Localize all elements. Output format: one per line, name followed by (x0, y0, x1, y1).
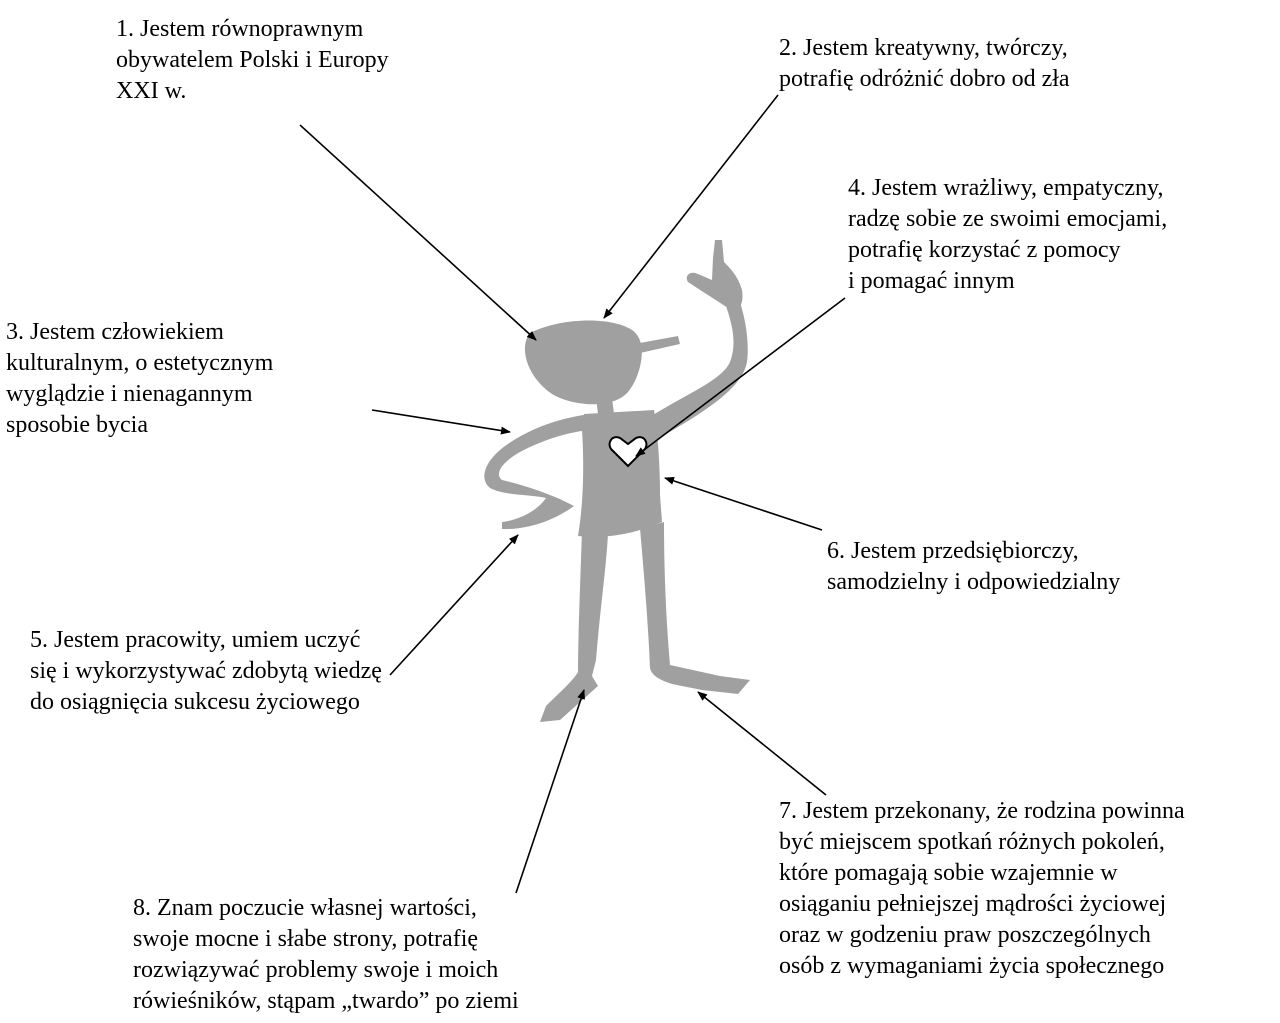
label-5-line: do osiągnięcia sukcesu życiowego (30, 689, 360, 715)
label-3-line: kulturalnym, o estetycznym (6, 350, 274, 376)
figure-torso (578, 410, 662, 537)
label-8-line: 8. Znam poczucie własnej wartości, (133, 895, 477, 921)
label-7: 7. Jestem przekonany, że rodzina powinna… (779, 796, 1185, 982)
arrow-1 (299, 124, 537, 341)
arrow-5 (389, 534, 519, 676)
figure-head (524, 320, 642, 405)
label-1-line: obywatelem Polski i Europy (116, 47, 389, 73)
arrow-8 (515, 689, 585, 894)
figure-raised-hand (686, 240, 743, 312)
label-6-line: 6. Jestem przedsiębiorczy, (827, 538, 1079, 564)
label-3-line: sposobie bycia (6, 412, 148, 438)
figure-left-arm (484, 414, 590, 530)
label-2: 2. Jestem kreatywny, twórczy, potrafię o… (779, 33, 1070, 95)
label-4: 4. Jestem wrażliwy, empatyczny, radzę so… (848, 173, 1167, 297)
label-7-line: osób z wymaganiami życia społecznego (779, 953, 1165, 979)
figure-neck (596, 398, 614, 414)
label-2-line: 2. Jestem kreatywny, twórczy, (779, 35, 1068, 61)
label-1: 1. Jestem równoprawnym obywatelem Polski… (116, 14, 389, 107)
label-3: 3. Jestem człowiekiem kulturalnym, o est… (6, 317, 273, 441)
figure-nose (612, 336, 680, 358)
heart-icon (608, 436, 648, 468)
arrow-7 (697, 691, 827, 796)
label-6-line: samodzielny i odpowiedzialny (827, 569, 1121, 595)
label-8-line: rozwiązywać problemy swoje i moich (133, 957, 499, 983)
figure-left-leg (540, 530, 608, 722)
label-7-line: być miejscem spotkań różnych pokoleń, (779, 829, 1165, 855)
label-7-line: 7. Jestem przekonany, że rodzina powinna (779, 798, 1185, 824)
label-3-line: 3. Jestem człowiekiem (6, 319, 224, 345)
label-4-line: radzę sobie ze swoimi emocjami, (848, 206, 1168, 232)
arrow-2 (603, 94, 779, 319)
figure-raised-arm (648, 295, 748, 440)
label-7-line: osiąganiu pełniejszej mądrości życiowej (779, 891, 1167, 917)
label-6: 6. Jestem przedsiębiorczy, samodzielny i… (827, 536, 1120, 598)
arrow-6 (664, 477, 823, 531)
label-1-line: XXI w. (116, 78, 187, 104)
person-figure-icon (484, 240, 750, 722)
label-4-line: 4. Jestem wrażliwy, empatyczny, (848, 175, 1164, 201)
label-8-line: rówieśników, stąpam „twardo” po ziemi (133, 988, 519, 1014)
label-2-line: potrafię odróżnić dobro od zła (779, 66, 1070, 92)
label-1-line: 1. Jestem równoprawnym (116, 16, 364, 42)
label-5-line: się i wykorzystywać zdobytą wiedzę (30, 658, 382, 684)
label-8-line: swoje mocne i słabe strony, potrafię (133, 926, 479, 952)
label-4-line: potrafię korzystać z pomocy (848, 237, 1121, 263)
arrow-3 (371, 409, 511, 435)
arrow-4 (635, 297, 846, 457)
label-3-line: wyglądzie i nienagannym (6, 381, 253, 407)
figure-right-leg (640, 522, 750, 694)
label-8: 8. Znam poczucie własnej wartości, swoje… (133, 893, 519, 1017)
label-5: 5. Jestem pracowity, umiem uczyć się i w… (30, 625, 382, 718)
label-5-line: 5. Jestem pracowity, umiem uczyć (30, 627, 361, 653)
arrows-group (299, 94, 846, 894)
label-7-line: oraz w godzeniu praw poszczególnych (779, 922, 1151, 948)
label-4-line: i pomagać innym (848, 268, 1015, 294)
label-7-line: które pomagają sobie wzajemnie w (779, 860, 1118, 886)
